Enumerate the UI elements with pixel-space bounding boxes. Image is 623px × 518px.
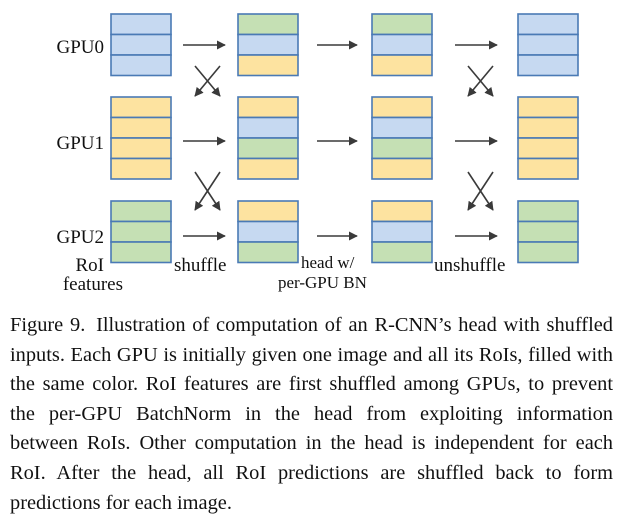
per-gpu-bn-label: per-GPU BN (278, 273, 367, 292)
shuffled-gpu0-roi-3 (237, 54, 299, 77)
input-gpu1-roi-2 (110, 116, 172, 139)
flow-arrows (183, 40, 498, 241)
unshuffled-gpu1-roi-2 (517, 116, 579, 139)
shuffled-gpu2-roi-2 (237, 220, 299, 243)
unshuffled-gpu0-roi-1 (517, 13, 579, 36)
unshuffled-gpu2-roi-1 (517, 200, 579, 223)
shuffled-gpu0-roi-2 (237, 33, 299, 56)
input-gpu2-roi-1 (110, 200, 172, 223)
input-gpu1-roi-4 (110, 157, 172, 180)
unshuffle-label: unshuffle (434, 255, 505, 276)
head-output-gpu1-roi-3 (371, 137, 433, 160)
input-gpu0-roi-1 (110, 13, 172, 36)
input-gpu0-roi-3 (110, 54, 172, 77)
figure-label: Figure 9. (10, 314, 86, 336)
shuffled-gpu1-roi-1 (237, 96, 299, 119)
gpu1-label: GPU1 (56, 133, 104, 154)
unshuffled-gpu1-roi-1 (517, 96, 579, 119)
unshuffle-cross-arrow-4 (467, 171, 494, 211)
input-gpu1-roi-3 (110, 137, 172, 160)
unshuffled-gpu2-roi-2 (517, 220, 579, 243)
head-output-gpu0-roi-3 (371, 54, 433, 77)
shuffled-gpu1-roi-4 (237, 157, 299, 180)
shuffled-gpu0-roi-1 (237, 13, 299, 36)
roi-block-columns (110, 13, 579, 264)
shuffle-cross-arrow-4 (194, 171, 221, 211)
head-output-gpu1-roi-2 (371, 116, 433, 139)
caption-text: Illustration of computation of an R-CNN’… (10, 314, 613, 514)
figure-caption: Figure 9. Illustration of computation of… (10, 311, 613, 518)
head-output-gpu1-roi-4 (371, 157, 433, 180)
input-gpu2-roi-3 (110, 241, 172, 264)
unshuffle-cross-arrow-2 (467, 65, 494, 97)
unshuffled-gpu1-roi-3 (517, 137, 579, 160)
input-gpu0-roi-2 (110, 33, 172, 56)
shuffled-gpu2-roi-3 (237, 241, 299, 264)
unshuffled-gpu0-roi-3 (517, 54, 579, 77)
shuffled-gpu1-roi-2 (237, 116, 299, 139)
shuffled-head-diagram: GPU0 GPU1 GPU2 RoI features shuffle head… (56, 13, 579, 295)
unshuffled-gpu1-roi-4 (517, 157, 579, 180)
unshuffled-gpu0-roi-2 (517, 33, 579, 56)
shuffle-label: shuffle (174, 255, 226, 276)
head-output-gpu1-roi-1 (371, 96, 433, 119)
shuffled-gpu2-roi-1 (237, 200, 299, 223)
head-output-gpu0-roi-2 (371, 33, 433, 56)
head-label: head w/ (301, 253, 355, 272)
features-label: features (63, 274, 123, 295)
unshuffled-gpu2-roi-3 (517, 241, 579, 264)
head-output-gpu0-roi-1 (371, 13, 433, 36)
input-gpu1-roi-1 (110, 96, 172, 119)
shuffled-gpu1-roi-3 (237, 137, 299, 160)
input-gpu2-roi-2 (110, 220, 172, 243)
roi-label: RoI (76, 255, 105, 276)
head-output-gpu2-roi-3 (371, 241, 433, 264)
shuffle-cross-arrow-2 (194, 65, 221, 97)
gpu0-label: GPU0 (56, 37, 104, 58)
head-output-gpu2-roi-2 (371, 220, 433, 243)
head-output-gpu2-roi-1 (371, 200, 433, 223)
gpu2-label: GPU2 (56, 227, 104, 248)
